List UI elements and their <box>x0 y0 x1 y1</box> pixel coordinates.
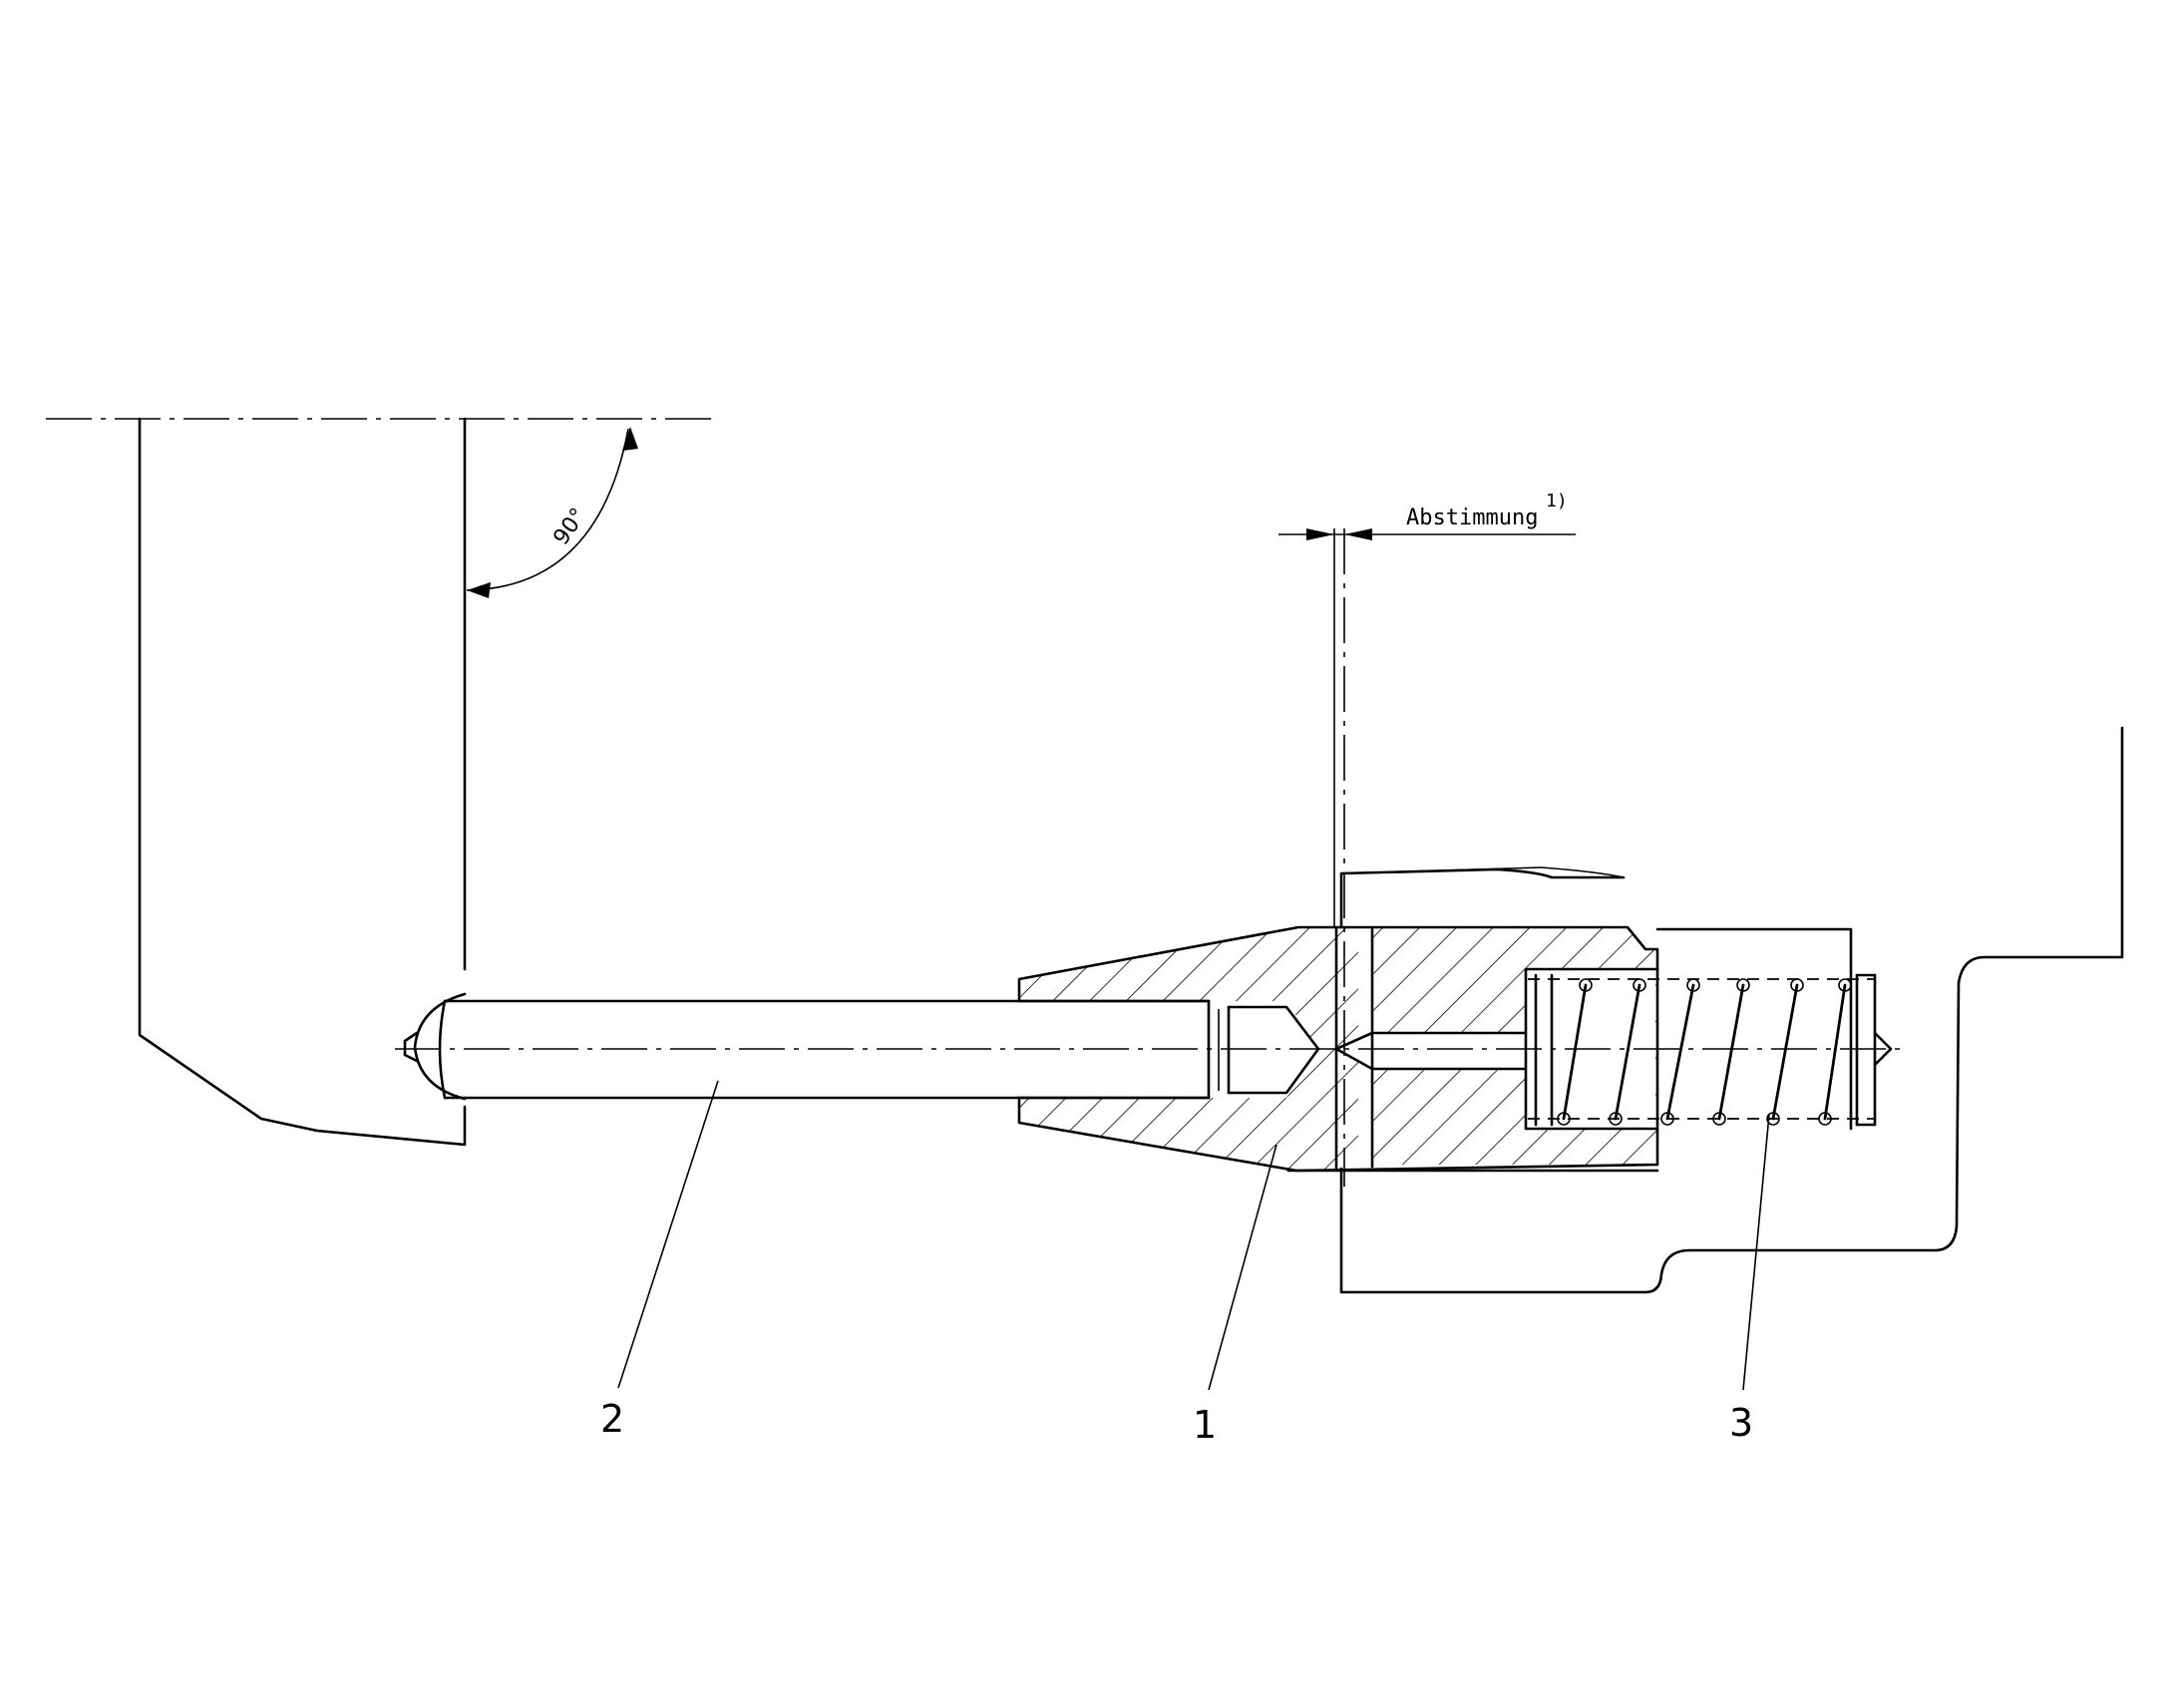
part-label-3: 3 <box>1729 1401 1753 1445</box>
dimension-note: Abstimmung <box>1406 506 1538 530</box>
leader-line-1 <box>1208 1144 1277 1391</box>
part-label-2: 2 <box>600 1397 624 1441</box>
part-label-1: 1 <box>1193 1403 1217 1447</box>
pin-part-2 <box>403 992 1320 1101</box>
leader-line-2 <box>617 1080 719 1389</box>
leader-line-3 <box>1742 1114 1770 1391</box>
angle-dimension: 90° <box>466 427 638 598</box>
left-housing <box>138 417 467 1147</box>
adjustment-dimension: Abstimmung 1) <box>1278 491 1576 1187</box>
angle-label: 90° <box>548 504 591 549</box>
right-casing <box>1339 726 2124 1294</box>
housing-part-1 <box>1017 925 1659 1173</box>
footnote-ref: 1) <box>1546 491 1568 512</box>
spring-part-3 <box>1528 973 1893 1127</box>
